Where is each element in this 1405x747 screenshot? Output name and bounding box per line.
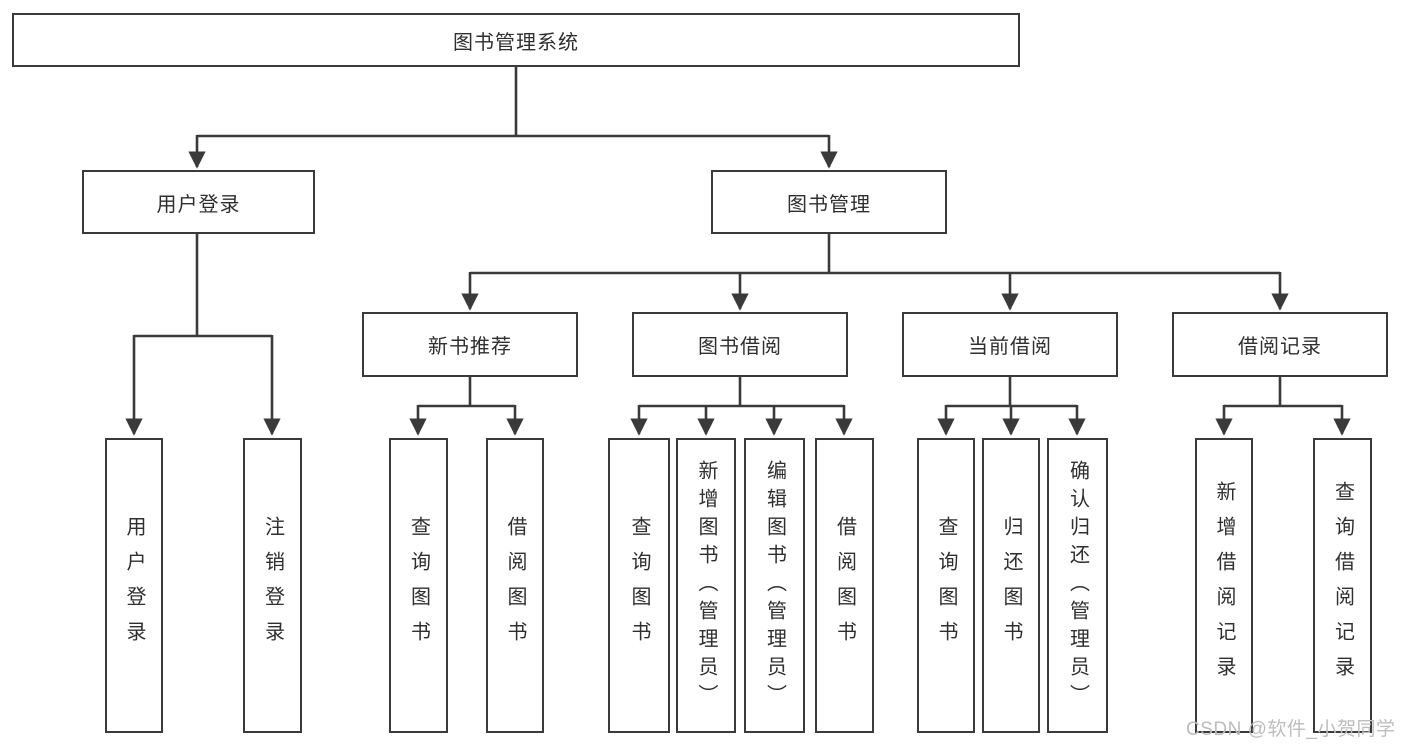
- trunk-book-management: [470, 234, 1280, 275]
- leaf-query-borrow-record: 查询借阅记录: [1313, 438, 1372, 733]
- csdn-watermark: CSDN @软件_小贺同学: [1186, 719, 1396, 740]
- leaf-query-books-borrow: 查询图书: [608, 438, 670, 733]
- node-root-library-system: 图书管理系统: [12, 13, 1020, 67]
- trunk-new-book: [418, 376, 515, 408]
- leaf-add-borrow-record: 新增借阅记录: [1195, 438, 1253, 733]
- node-new-book-recommendation: 新书推荐: [362, 312, 578, 377]
- leaf-query-books-recommend: 查询图书: [389, 438, 448, 733]
- leaf-add-books-admin: 新增图书（管理员）: [676, 438, 736, 733]
- node-borrowing-records: 借阅记录: [1172, 312, 1388, 377]
- trunk-current-borrow: [946, 376, 1077, 408]
- leaf-return-books: 归还图书: [982, 438, 1040, 733]
- node-current-borrowing: 当前借阅: [902, 312, 1118, 377]
- leaf-user-login: 用户登录: [105, 438, 163, 733]
- node-user-login: 用户登录: [82, 170, 315, 234]
- trunk-borrow-records: [1224, 376, 1342, 408]
- trunk-book-borrow: [639, 376, 844, 408]
- leaf-confirm-return-admin: 确认归还（管理员）: [1047, 438, 1108, 733]
- leaf-borrow-books-recommend: 借阅图书: [486, 438, 544, 733]
- leaf-borrow-books: 借阅图书: [815, 438, 874, 733]
- leaf-edit-books-admin: 编辑图书（管理员）: [744, 438, 805, 733]
- leaf-logout-login: 注销登录: [243, 438, 302, 733]
- leaf-query-books-current: 查询图书: [917, 438, 975, 733]
- trunk-root: [197, 67, 829, 138]
- node-book-management: 图书管理: [711, 170, 947, 234]
- trunk-user-login: [134, 234, 272, 338]
- node-book-borrowing: 图书借阅: [632, 312, 848, 377]
